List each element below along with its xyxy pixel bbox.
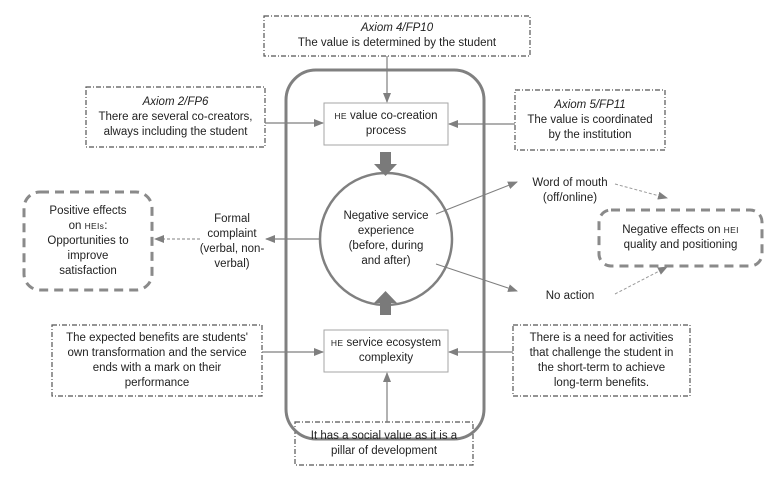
negative-experience-line1: Negative service xyxy=(343,210,429,222)
social-value-box: It has a social value as it is a pillar … xyxy=(295,422,473,465)
value-process-line2: process xyxy=(365,125,407,137)
formal-complaint-line3: (verbal, non- xyxy=(199,243,265,255)
axiom4-title: Axiom 4/FP10 xyxy=(360,22,434,34)
positive-effects-line4: improve xyxy=(67,249,109,262)
formal-complaint-line4: verbal) xyxy=(214,258,250,270)
positive-effects-line2: on HEIs: xyxy=(69,219,108,234)
social-value-line1: It has a social value as it is a xyxy=(310,429,458,442)
positive-effects-line1: Positive effects xyxy=(49,204,127,217)
expected-benefits-line3: ends with a mark on their xyxy=(92,361,222,374)
axiom4-box: Axiom 4/FP10 The value is determined by … xyxy=(264,16,530,56)
arrow-circle-to-no-action xyxy=(435,263,518,292)
negative-effects-line1-sc: HEI xyxy=(723,225,739,235)
word-of-mouth-line2: (off/online) xyxy=(542,192,598,204)
axiom4-box-border xyxy=(263,15,531,57)
negative-experience-line3: (before, during xyxy=(348,240,424,252)
negative-effects-box-border xyxy=(597,208,764,268)
no-action-text: No action xyxy=(545,290,595,302)
arrow-wom-to-negative-effects xyxy=(614,183,668,200)
arrow-no-action-to-negative-effects xyxy=(614,266,668,295)
word-of-mouth: Word of mouth (off/online) xyxy=(520,176,620,206)
expected-benefits-line4: performance xyxy=(124,376,190,389)
social-value-line2: pillar of development xyxy=(330,444,438,457)
arrow-circle-to-word-of-mouth xyxy=(435,181,518,215)
value-process-line1: HE value co-creation xyxy=(334,109,437,124)
service-frame xyxy=(284,68,486,441)
formal-complaint-line2: complaint xyxy=(207,228,257,240)
negative-experience: Negative service experience (before, dur… xyxy=(330,200,442,278)
positive-effects-box-border xyxy=(22,190,154,292)
social-value-box-border xyxy=(294,421,474,466)
axiom2-box-border xyxy=(85,86,266,148)
axiom2-line1: There are several co-creators, xyxy=(98,110,253,123)
value-process-prefix: HE xyxy=(334,111,347,121)
axiom5-box: Axiom 5/FP11 The value is coordinated by… xyxy=(515,90,665,150)
need-activities-box: There is a need for activities that chal… xyxy=(513,325,690,396)
ecosystem-line2: complexity xyxy=(358,352,414,364)
axiom2-box: Axiom 2/FP6 There are several co-creator… xyxy=(86,87,265,147)
formal-complaint: Formal complaint (verbal, non- verbal) xyxy=(196,212,268,272)
axiom4-text: The value is determined by the student xyxy=(297,37,497,49)
positive-effects-line2-pre: on xyxy=(68,219,85,232)
expected-benefits-box: The expected benefits are students' own … xyxy=(52,325,262,396)
formal-complaint-line1: Formal xyxy=(214,213,250,225)
value-process-line1-text: value co-creation xyxy=(346,110,438,122)
block-arrow-down xyxy=(374,152,397,176)
axiom5-box-border xyxy=(514,89,666,151)
negative-effects-line1: Negative effects on HEI xyxy=(622,223,739,238)
ecosystem-box: HE service ecosystem complexity xyxy=(324,330,448,372)
axiom5-line1: The value is coordinated xyxy=(527,113,653,126)
axiom5-title: Axiom 5/FP11 xyxy=(554,98,626,111)
expected-benefits-line1: The expected benefits are students' xyxy=(66,331,248,344)
expected-benefits-box-border xyxy=(51,324,263,397)
positive-effects-line2-post: : xyxy=(104,219,108,232)
block-arrow-up xyxy=(374,291,397,315)
ecosystem-line1: HE service ecosystem xyxy=(331,336,441,351)
need-activities-line4: long-term benefits. xyxy=(553,376,650,389)
negative-experience-line4: and after) xyxy=(361,255,411,267)
no-action: No action xyxy=(530,289,610,304)
negative-effects-line1-pre: Negative effects on xyxy=(622,224,724,236)
axiom5-line2: by the institution xyxy=(548,128,632,141)
need-activities-line3: the short-term to achieve xyxy=(537,361,666,374)
negative-experience-line2: experience xyxy=(357,225,415,237)
axiom2-line2: always including the student xyxy=(103,125,248,138)
positive-effects-box: Positive effects on HEIs: Opportunities … xyxy=(24,192,152,290)
positive-effects-line2-sc: HEIs xyxy=(84,220,105,231)
positive-effects-line3: Opportunities to xyxy=(47,234,129,247)
need-activities-box-border xyxy=(512,324,691,397)
value-process-box: HE value co-creation process xyxy=(324,103,448,145)
negative-effects-box: Negative effects on HEI quality and posi… xyxy=(599,210,762,266)
expected-benefits-line2: own transformation and the service xyxy=(67,346,247,359)
need-activities-line1: There is a need for activities xyxy=(529,331,674,344)
negative-effects-line2: quality and positioning xyxy=(623,239,738,251)
positive-effects-line5: satisfaction xyxy=(59,264,117,277)
ecosystem-prefix: HE xyxy=(330,338,344,348)
word-of-mouth-line1: Word of mouth xyxy=(532,177,608,189)
ecosystem-line1-text: service ecosystem xyxy=(343,337,442,349)
need-activities-line2: that challenge the student in xyxy=(529,346,674,359)
value-process-box-border xyxy=(323,102,449,146)
axiom2-title: Axiom 2/FP6 xyxy=(142,95,209,108)
